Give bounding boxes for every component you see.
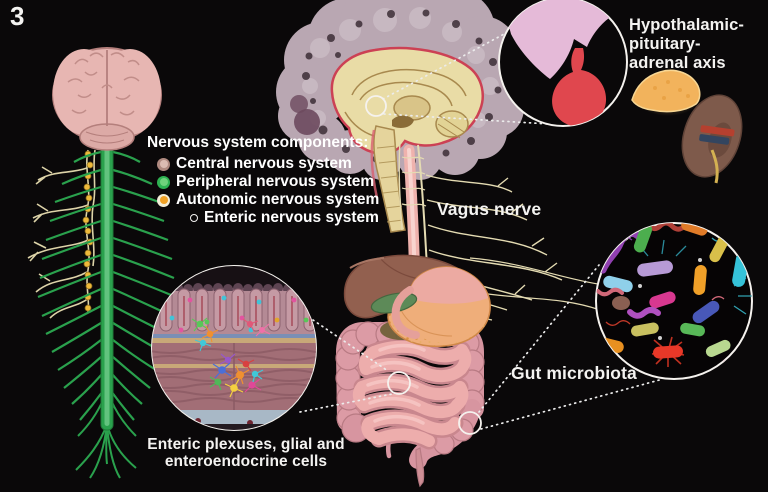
hypothalamus-marker-circle <box>365 95 387 117</box>
frontal-brain <box>52 47 162 151</box>
enteric-marker-circle <box>387 371 411 395</box>
gut-microbiota-inset <box>595 222 753 380</box>
submucosal-plexus-neurons <box>191 317 271 352</box>
enteric-nervous-dot-icon <box>190 214 198 222</box>
renal-vessels <box>699 125 735 145</box>
adrenal-gland <box>631 69 701 113</box>
pituitary-shape <box>552 48 607 126</box>
duodenum <box>391 286 420 339</box>
kidney-adrenal-illustration <box>620 65 743 184</box>
legend-item-label: Enteric nervous system <box>204 209 379 226</box>
central-nervous-dot-icon <box>157 157 170 171</box>
hypothalamus-shape <box>505 0 612 79</box>
vagus-nerve-label: Vagus nerve <box>437 199 542 219</box>
gut-microbiota-label: Gut microbiota <box>511 363 637 383</box>
legend-item-autonomic: Autonomic nervous system <box>147 191 379 209</box>
small-intestine <box>352 338 472 450</box>
cns-brain-spinal-cord-illustration <box>27 47 177 479</box>
enteroendocrine-cells <box>169 295 309 333</box>
stomach <box>387 266 491 348</box>
legend-item-central: Central nervous system <box>147 155 379 173</box>
brainstem <box>373 125 406 233</box>
callout-connector-lines <box>299 32 664 430</box>
ureter <box>710 149 719 184</box>
autonomic-nervous-dot-icon <box>157 193 170 207</box>
zoom-marker-circles <box>365 95 482 435</box>
legend-item-label: Peripheral nervous system <box>176 173 375 190</box>
myenteric-plexus-neurons <box>209 353 264 398</box>
bacteria <box>596 223 752 379</box>
legend-item-label: Central nervous system <box>176 155 352 172</box>
hpa-inset <box>498 0 628 127</box>
legend-item-enteric: Enteric nervous system <box>147 209 379 227</box>
legend-item-peripheral: Peripheral nervous system <box>147 173 379 191</box>
flagellated-red-bacterium <box>651 336 685 367</box>
legend-item-label: Autonomic nervous system <box>176 191 380 208</box>
sympathetic-chain-nerves <box>27 149 96 319</box>
cloud-dark-spots <box>302 9 502 165</box>
sagittal-brain-illustration <box>276 0 528 233</box>
microbiota-marker-circle <box>458 411 482 435</box>
peripheral-nervous-dot-icon <box>157 175 170 189</box>
nervous-system-legend: Nervous system components: Central nervo… <box>147 134 379 227</box>
enteric-plexus-inset <box>151 265 317 431</box>
hpa-axis-label: Hypothalamic- pituitary- adrenal axis <box>629 16 744 72</box>
figure-number: 3 <box>10 1 25 31</box>
legend-title: Nervous system components: <box>147 134 369 151</box>
digestive-system-illustration <box>335 254 491 488</box>
villi <box>159 288 316 332</box>
enteric-cells-label: Enteric plexuses, glial and enteroendocr… <box>147 436 345 470</box>
